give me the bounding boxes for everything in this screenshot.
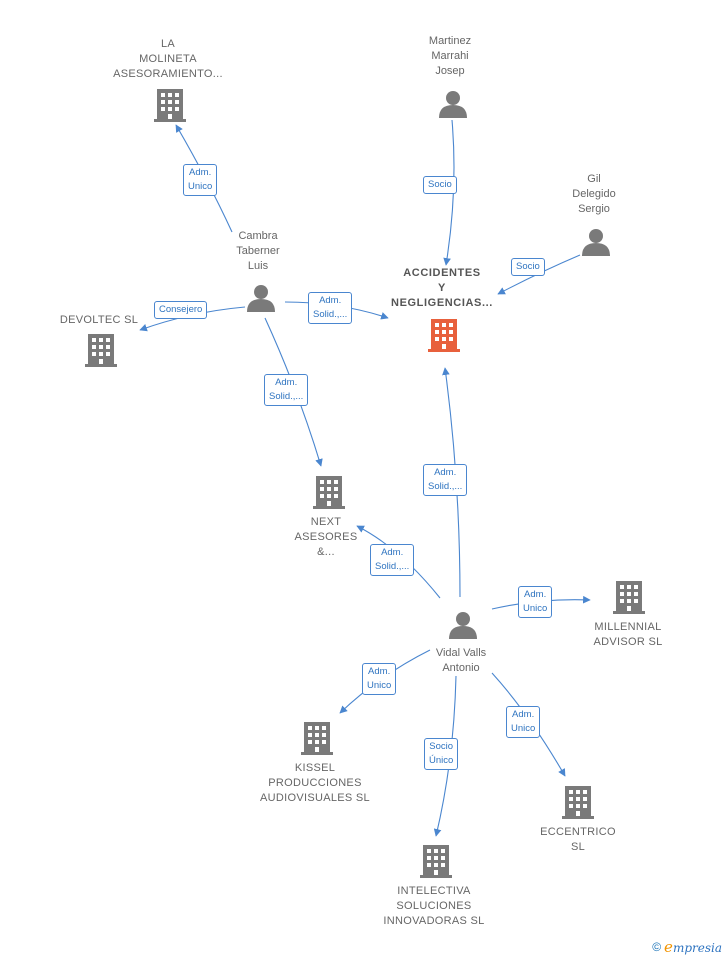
edge-label-cambra-focus[interactable]: Adm. Solid.,... [308, 292, 353, 324]
building-icon[interactable] [313, 476, 345, 509]
edge-label-vidal-eccentrico[interactable]: Adm. Unico [506, 706, 541, 738]
edge-label-cambra-devoltec[interactable]: Consejero [154, 301, 208, 319]
focus-building-icon[interactable] [428, 319, 460, 352]
company-label-intelectiva[interactable]: INTELECTIVA SOLUCIONES INNOVADORAS SL [383, 885, 485, 927]
edge-label-martinez-focus[interactable]: Socio [423, 176, 457, 194]
company-label-next[interactable]: NEXT ASESORES &... [294, 516, 358, 558]
edge-label-cambra-next[interactable]: Adm. Solid.,... [264, 374, 309, 406]
person-label-martinez[interactable]: Martinez Marrahi Josep [428, 35, 472, 77]
building-icon[interactable] [562, 786, 594, 819]
building-icon[interactable] [154, 89, 186, 122]
person-label-gil[interactable]: Gil Delegido Sergio [572, 173, 616, 215]
person-icon[interactable] [449, 612, 477, 639]
footer-brand[interactable]: © empresia [652, 938, 722, 956]
edge-label-vidal-next[interactable]: Adm. Solid.,... [370, 544, 415, 576]
person-icon[interactable] [247, 285, 275, 312]
company-label-kissel[interactable]: KISSEL PRODUCCIONES AUDIOVISUALES SL [260, 762, 370, 804]
building-icon[interactable] [301, 722, 333, 755]
copyright-icon: © [652, 940, 662, 954]
person-label-cambra[interactable]: Cambra Taberner Luis [236, 230, 280, 272]
edge-label-gil-focus[interactable]: Socio [511, 258, 545, 276]
edge-label-vidal-millennial[interactable]: Adm. Unico [518, 586, 553, 618]
empresia-logo: empresia [664, 938, 722, 956]
edge-label-vidal-focus[interactable]: Adm. Solid.,... [423, 464, 468, 496]
company-label-la-molineta[interactable]: LA MOLINETA ASESORAMIENTO... [113, 38, 223, 80]
person-icon[interactable] [582, 229, 610, 256]
building-icon[interactable] [85, 334, 117, 367]
edge-label-vidal-intelectiva[interactable]: Socio Único [424, 738, 459, 770]
focus-company-label[interactable]: ACCIDENTES Y NEGLIGENCIAS... [391, 267, 493, 309]
building-icon[interactable] [613, 581, 645, 614]
company-label-devoltec[interactable]: DEVOLTEC SL [59, 314, 139, 326]
person-icon[interactable] [439, 91, 467, 118]
building-icon[interactable] [420, 845, 452, 878]
company-label-millennial[interactable]: MILLENNIAL ADVISOR SL [593, 621, 663, 648]
person-label-vidal[interactable]: Vidal Valls Antonio [435, 647, 487, 674]
edge-label-cambra-molineta[interactable]: Adm. Unico [183, 164, 218, 196]
company-label-eccentrico[interactable]: ECCENTRICO SL [540, 826, 616, 853]
edge-label-vidal-kissel[interactable]: Adm. Unico [362, 663, 397, 695]
